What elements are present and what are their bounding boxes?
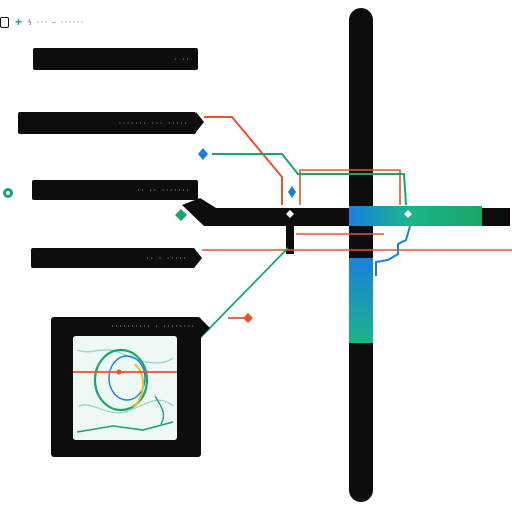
green-route-down: [199, 247, 289, 339]
orange-route-loop: [299, 169, 401, 205]
label-row-3-text: ·· ·· ·······: [136, 186, 190, 194]
diamond-icon[interactable]: [404, 210, 412, 218]
vertical-trunk: [349, 8, 373, 502]
row4-pointer: [194, 248, 202, 268]
pin-center: [6, 191, 10, 195]
diamond-icon: [175, 209, 187, 221]
label-row-2[interactable]: ······· ··· ·····: [18, 112, 196, 134]
map-marker: [116, 369, 122, 375]
map-lane: [76, 349, 174, 364]
map-ring-accent: [132, 363, 144, 409]
diamond-icon: [198, 148, 208, 160]
label-row-2-text: ······· ··· ·····: [118, 119, 188, 127]
map-thumbnail-drawing: [73, 336, 177, 440]
label-row-4-text: ·· · ·····: [145, 254, 187, 262]
green-route-top: [212, 153, 407, 206]
row2-pointer: [196, 112, 204, 132]
map-lane: [78, 399, 174, 414]
plus-icon[interactable]: +: [15, 15, 23, 29]
label-row-4[interactable]: ·· · ·····: [31, 248, 195, 268]
label-row-3[interactable]: ·· ·· ·······: [32, 180, 198, 200]
highlight-segment-horizontal: [349, 206, 482, 226]
toolbar: + ½ ··· — ······: [0, 14, 120, 30]
orange-route: [204, 116, 283, 205]
map-lane: [154, 395, 165, 425]
map-thumbnail-icon: [73, 336, 177, 440]
toolbar-title: ½ ··· — ······: [28, 18, 85, 26]
diamond-icon[interactable]: [286, 210, 294, 218]
thumbnail-caption: ·········· · ········: [110, 323, 195, 330]
map-lane: [76, 421, 174, 433]
label-row-1-text: · ··: [173, 55, 190, 63]
diamond-icon: [288, 186, 296, 198]
diamond-icon: [243, 313, 253, 323]
thumb-pointer: [200, 318, 210, 338]
map-ring-outer: [93, 348, 149, 412]
blue-route: [375, 225, 411, 276]
map-thumbnail-panel[interactable]: ·········· · ········: [51, 317, 201, 457]
highlight-segment-vertical: [349, 258, 373, 343]
map-ring-inner: [108, 355, 146, 401]
square-outline-icon[interactable]: [0, 16, 9, 28]
junction-connector: [286, 224, 294, 254]
label-row-1[interactable]: · ··: [33, 48, 198, 70]
